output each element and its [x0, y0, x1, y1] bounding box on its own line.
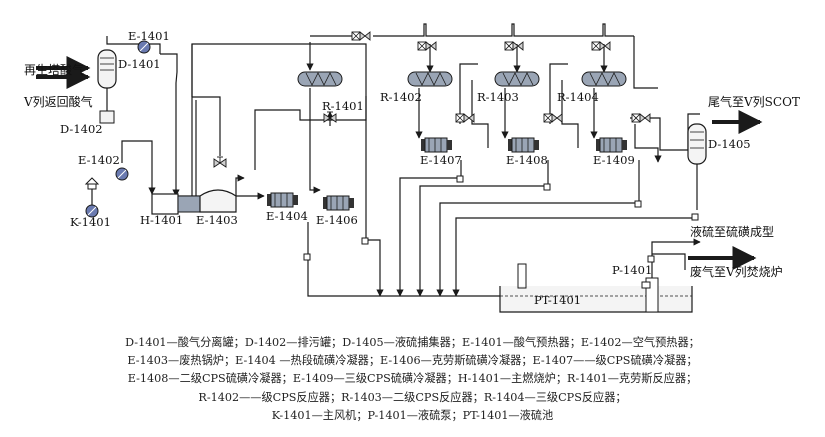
- valve-icon: [591, 41, 611, 51]
- label-d-1401: D-1401: [118, 57, 161, 71]
- valve-icon: [543, 113, 563, 123]
- r-1402-reactor: [407, 71, 453, 87]
- stream-waste-gas-out: 废气至V列焚烧炉: [690, 264, 783, 279]
- label-r-1403: R-1403: [477, 90, 519, 104]
- e-1406-condenser: [322, 195, 355, 211]
- legend-line-4: R-1402——级CPS反应器；R-1403—二级CPS反应器；R-1404—三…: [198, 390, 627, 404]
- legend-line-3: E-1408—二级CPS硫磺冷凝器；E-1409—三级CPS硫磺冷凝器；H-14…: [127, 372, 698, 386]
- label-e-1406: E-1406: [316, 213, 358, 227]
- valve-icon: [455, 113, 475, 123]
- e-1403-waste-heat-boiler: [199, 189, 237, 213]
- label-pt-1401: PT-1401: [534, 293, 581, 307]
- e-1407-condenser: [420, 137, 453, 153]
- legend-line-2: E-1403—废热锅炉；E-1404 —热段硫磺冷凝器；E-1406—克劳斯硫磺…: [127, 354, 698, 368]
- d-1405-sulfur-trap: [687, 123, 707, 165]
- valve-icon: [417, 41, 437, 51]
- label-e-1403: E-1403: [196, 213, 238, 227]
- label-e-1408: E-1408: [506, 153, 548, 167]
- e-1409-condenser: [595, 137, 628, 153]
- label-e-1401: E-1401: [128, 29, 170, 43]
- p-1401-pump: [641, 277, 659, 313]
- label-e-1402: E-1402: [78, 153, 120, 167]
- legend: D-1401—酸气分离罐；D-1402—排污罐；D-1405—液硫捕集器；E-1…: [0, 334, 825, 425]
- e-1408-condenser: [507, 137, 540, 153]
- valve-icon: [631, 113, 651, 123]
- label-r-1402: R-1402: [380, 90, 422, 104]
- label-h-1401: H-1401: [140, 213, 183, 227]
- label-p-1401: P-1401: [612, 263, 652, 277]
- stream-acid-gas-in: 再生塔酸气: [24, 62, 84, 77]
- r-1401-reactor: [297, 71, 343, 87]
- label-d-1405: D-1405: [708, 137, 751, 151]
- h-1401-furnace: [151, 193, 201, 215]
- stream-tail-gas-out: 尾气至V列SCOT: [708, 94, 800, 109]
- e-1402-air-preheater: [115, 167, 129, 181]
- valve-icon: [351, 31, 371, 41]
- valve-icon: [213, 156, 227, 168]
- legend-line-1: D-1401—酸气分离罐；D-1402—排污罐；D-1405—液硫捕集器；E-1…: [125, 336, 700, 349]
- pt-1401-pit: [499, 263, 693, 313]
- r-1404-reactor: [581, 71, 627, 87]
- d-1402-vessel: [99, 110, 115, 124]
- stream-liquid-sulfur-out: 液硫至硫磺成型: [690, 224, 774, 239]
- legend-line-5: K-1401—主风机；P-1401—液硫泵；PT-1401—液硫池: [271, 408, 554, 422]
- label-e-1407: E-1407: [420, 153, 462, 167]
- valve-icon: [504, 41, 524, 51]
- label-r-1404: R-1404: [557, 90, 599, 104]
- process-flow-diagram: D-1401 E-1401 D-1402 E-1402 K-1401 H-140…: [23, 23, 800, 313]
- label-d-1402: D-1402: [60, 122, 103, 136]
- label-e-1404: E-1404: [266, 209, 308, 223]
- d-1401-separator: [97, 49, 117, 89]
- label-k-1401: K-1401: [70, 215, 111, 229]
- r-1403-reactor: [494, 71, 540, 87]
- label-e-1409: E-1409: [593, 153, 635, 167]
- k-1401-blower: [84, 177, 100, 218]
- stream-acid-gas-return: V列返回酸气: [23, 94, 93, 109]
- e-1404-condenser: [266, 192, 299, 208]
- label-r-1401: R-1401: [322, 99, 364, 113]
